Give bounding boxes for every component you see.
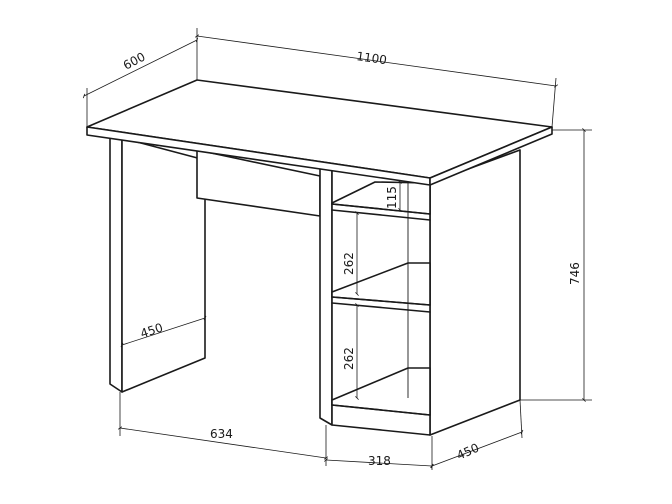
pedestal-side-panel <box>429 149 521 436</box>
dim-label-knee-width: 634 <box>210 427 233 441</box>
dim-label-shelf-bottom: 262 <box>342 347 356 370</box>
dim-label-height: 746 <box>568 262 582 285</box>
shelf-bottom <box>331 367 431 416</box>
left-side-panel-face <box>121 137 206 393</box>
dim-label-shelf-mid: 262 <box>342 252 356 275</box>
table-top-side-edge <box>429 126 553 186</box>
dim-label-shelf-top: 115 <box>385 186 399 209</box>
left-side-panel <box>109 137 123 393</box>
dimension-lines <box>82 28 592 470</box>
dim-label-pedestal-depth: 450 <box>455 441 482 463</box>
desk-body <box>86 79 553 436</box>
dim-label-depth-top: 600 <box>121 50 148 73</box>
dim-label-leg-depth: 450 <box>139 320 165 340</box>
dim-label-width-top: 1100 <box>356 49 388 67</box>
dim-label-shelf-width: 318 <box>368 454 391 468</box>
pedestal-inner-panel <box>319 167 333 426</box>
